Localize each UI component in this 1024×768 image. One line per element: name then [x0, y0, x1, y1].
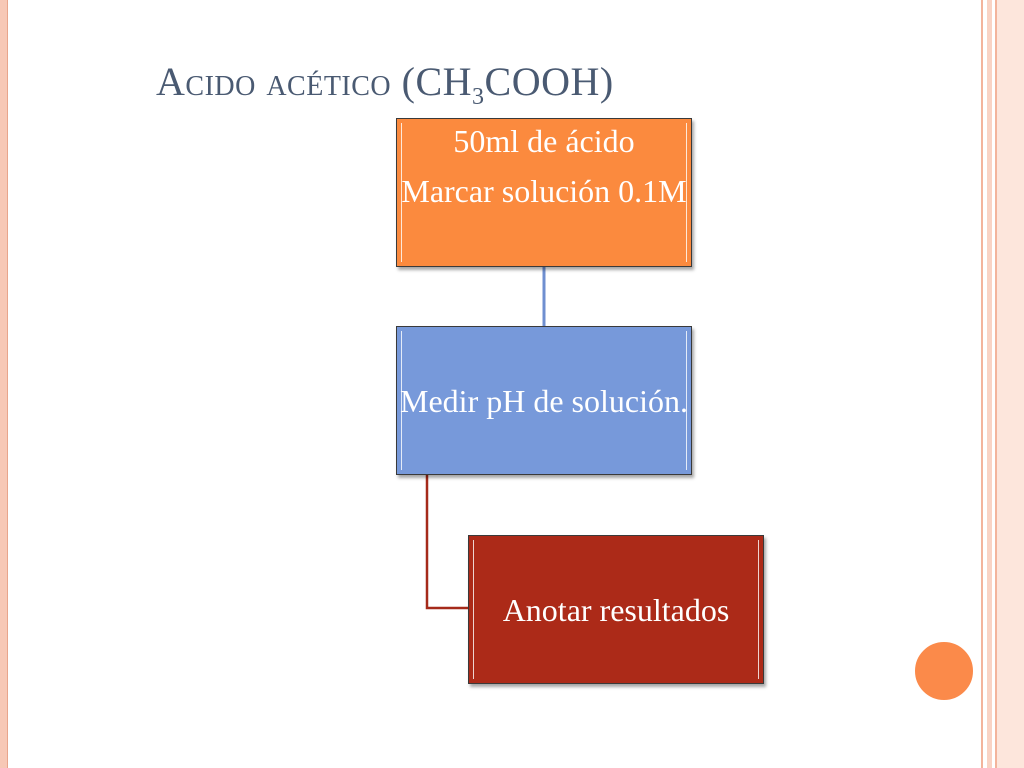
slide-title: Acido acético (CH3COOH) — [156, 58, 614, 111]
step-2-text: Medir pH de solución. — [400, 382, 688, 419]
step-box-record-results: Anotar resultados — [468, 535, 764, 684]
decorative-dot — [913, 640, 975, 702]
step-3-text: Anotar resultados — [502, 591, 730, 628]
step-1-line-1: 50ml de ácido — [453, 123, 635, 159]
step-box-prepare-acid: 50ml de ácido Marcar solución 0.1M — [396, 118, 692, 267]
slide-frame-left — [0, 0, 8, 768]
title-text-end: COOH) — [484, 59, 614, 104]
title-text: Acido acético (CH — [156, 59, 473, 104]
slide-frame-right — [978, 0, 1024, 768]
step-box-measure-ph: Medir pH de solución. — [396, 326, 692, 475]
step-1-line-2: Marcar solución 0.1M — [401, 173, 687, 209]
connector-step2-step3 — [425, 475, 468, 610]
title-subscript: 3 — [472, 84, 485, 110]
